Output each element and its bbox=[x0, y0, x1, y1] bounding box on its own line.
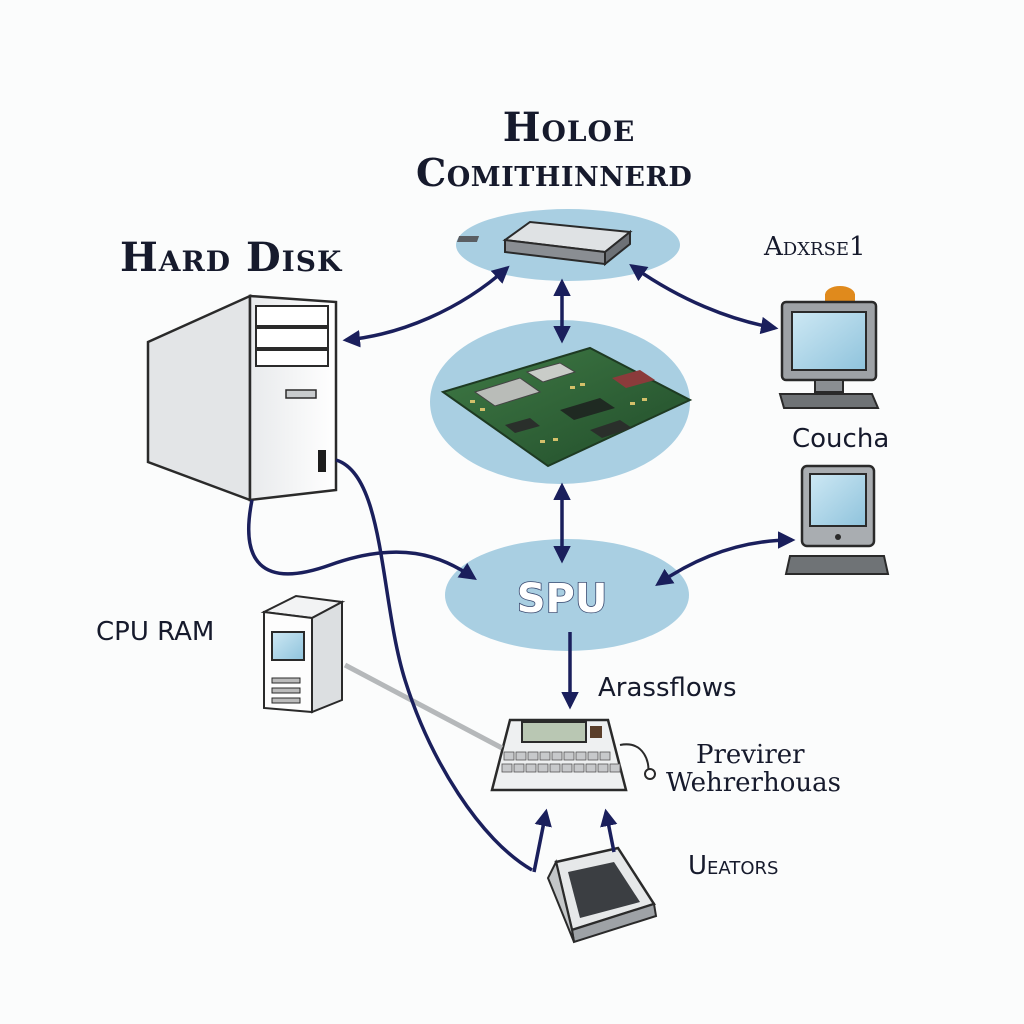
keyboard-terminal-icon bbox=[490, 718, 656, 792]
arrow-touchpad-to-keyboard-right bbox=[600, 808, 618, 853]
arrow-spu-to-monitor-coucha bbox=[655, 531, 796, 586]
arrow-hub-to-hard-disk bbox=[342, 265, 510, 348]
cpu-ram-tower-icon bbox=[260, 594, 346, 714]
arrow-hub-to-monitor-adxrse bbox=[629, 263, 779, 335]
drive-icon bbox=[456, 220, 633, 267]
title-line-1: Holoe bbox=[502, 104, 636, 151]
adxrse-label: Adxrse1 bbox=[764, 232, 866, 262]
title-line-2: Comithinnerd bbox=[416, 150, 693, 195]
cpu-ram-label: CPU RAM bbox=[96, 617, 215, 647]
arrow-touchpad-to-keyboard-left bbox=[532, 808, 552, 873]
cpu-ram-to-keyboard-line bbox=[343, 662, 504, 751]
wehrerhouas-label: Wehrerhouas bbox=[666, 768, 841, 798]
previrer-label: Previrer bbox=[696, 740, 805, 770]
spu-hub-ellipse bbox=[445, 539, 689, 651]
monitor-adxrse-icon bbox=[778, 286, 880, 409]
motherboard-icon bbox=[440, 346, 693, 468]
arassflows-label: Arassflows bbox=[598, 673, 737, 703]
hard-disk-tower-icon bbox=[146, 294, 338, 502]
touchpad-device-icon bbox=[546, 846, 658, 944]
monitor-coucha-icon bbox=[784, 464, 890, 575]
hard-disk-label: Hard Disk bbox=[120, 234, 343, 281]
spu-label: SPU bbox=[517, 576, 608, 622]
line-hard-disk-to-touchpad bbox=[335, 458, 533, 872]
coucha-label: Coucha bbox=[792, 424, 890, 454]
arrow-hard-disk-to-spu bbox=[247, 499, 477, 580]
ueators-label: Ueators bbox=[688, 851, 779, 881]
